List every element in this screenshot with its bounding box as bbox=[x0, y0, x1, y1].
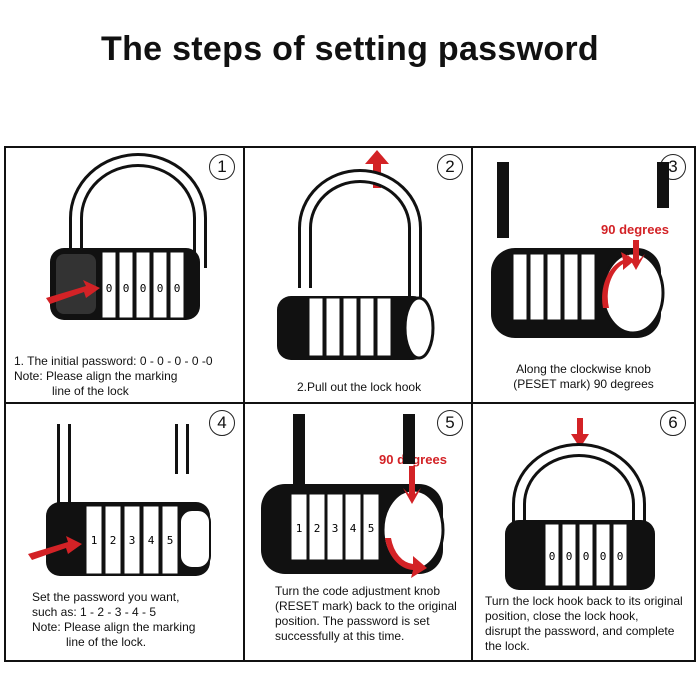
lock-illustration-2 bbox=[277, 150, 435, 360]
lock-illustration-1: 0 0 0 0 0 bbox=[46, 153, 207, 320]
lock-illustration-5: 1 2 3 4 5 bbox=[261, 414, 445, 578]
dial-digit: 0 bbox=[157, 282, 164, 295]
step-panel-5: 5 90 degrees 1 2 3 4 5 Turn the code adj… bbox=[245, 404, 471, 660]
steps-grid bbox=[4, 146, 696, 662]
dial-row-1 bbox=[101, 251, 185, 319]
dial-digit: 1 bbox=[91, 534, 98, 547]
lock-illustration-3 bbox=[491, 162, 669, 338]
grid-divider-row bbox=[4, 402, 696, 404]
dial-digit: 0 bbox=[566, 550, 573, 563]
dial-digit: 3 bbox=[129, 534, 136, 547]
dial-digit: 3 bbox=[332, 522, 339, 535]
dial-digit: 0 bbox=[583, 550, 590, 563]
dial-digit: 2 bbox=[314, 522, 321, 535]
lock-illustration-4: 1 2 3 4 5 bbox=[28, 424, 211, 576]
dial-digit: 5 bbox=[368, 522, 375, 535]
dial-digit: 0 bbox=[549, 550, 556, 563]
step-caption-4: Set the password you want, such as: 1 - … bbox=[32, 590, 196, 649]
step-caption-6: Turn the lock hook back to its original … bbox=[485, 594, 683, 653]
step-number-5: 5 bbox=[437, 410, 463, 436]
grid-divider-1 bbox=[243, 146, 245, 662]
dial-digit: 5 bbox=[167, 534, 174, 547]
red-up-arrow bbox=[365, 150, 389, 188]
step-caption-3: Along the clockwise knob (PESET mark) 90… bbox=[513, 362, 654, 391]
dial-digit: 4 bbox=[350, 522, 357, 535]
dial-digit: 0 bbox=[106, 282, 113, 295]
step-caption-5: Turn the code adjustment knob (RESET mar… bbox=[275, 584, 457, 643]
page-title: The steps of setting password bbox=[101, 30, 599, 68]
red-down-arrow bbox=[571, 418, 589, 448]
step-caption-2: 2.Pull out the lock hook bbox=[297, 380, 422, 394]
step-number-6: 6 bbox=[660, 410, 686, 436]
step-panel-6: 6 0 0 0 0 0 Turn the lock hook back to i… bbox=[473, 404, 694, 660]
step-panel-4: 4 1 2 3 4 5 Set the password you want, s… bbox=[6, 404, 243, 660]
down-arrow-5 bbox=[403, 466, 421, 504]
dial-digit: 0 bbox=[600, 550, 607, 563]
dial-digit: 0 bbox=[140, 282, 147, 295]
rotate-arrow-3 bbox=[602, 252, 635, 308]
dial-digit: 0 bbox=[617, 550, 624, 563]
dial-digit: 4 bbox=[148, 534, 155, 547]
red-arrow-1 bbox=[46, 280, 100, 304]
rotation-annotation-3: 90 degrees bbox=[601, 222, 669, 237]
dial-digit: 0 bbox=[123, 282, 130, 295]
dial-digit: 2 bbox=[110, 534, 117, 547]
dial-digit: 1 bbox=[296, 522, 303, 535]
dial-digit: 0 bbox=[174, 282, 181, 295]
grid-divider-2 bbox=[471, 146, 473, 662]
step-number-1: 1 bbox=[209, 154, 235, 180]
down-arrow-3 bbox=[627, 240, 645, 270]
step-number-4: 4 bbox=[209, 410, 235, 436]
step-number-2: 2 bbox=[437, 154, 463, 180]
lock-illustration-6: 0 0 0 0 0 bbox=[505, 418, 655, 590]
step-caption-1: 1. The initial password: 0 - 0 - 0 - 0 -… bbox=[14, 354, 213, 398]
rotate-arrow-5 bbox=[385, 538, 427, 578]
step-panel-3: 3 90 degrees Along the clockwise knob (P… bbox=[473, 148, 694, 402]
red-arrow-4 bbox=[28, 536, 82, 560]
step-panel-1: 1 0 0 0 0 0 1. The initial password: 0 -… bbox=[6, 148, 243, 402]
step-panel-2: 2 2.Pull out the lock hook bbox=[245, 148, 471, 402]
